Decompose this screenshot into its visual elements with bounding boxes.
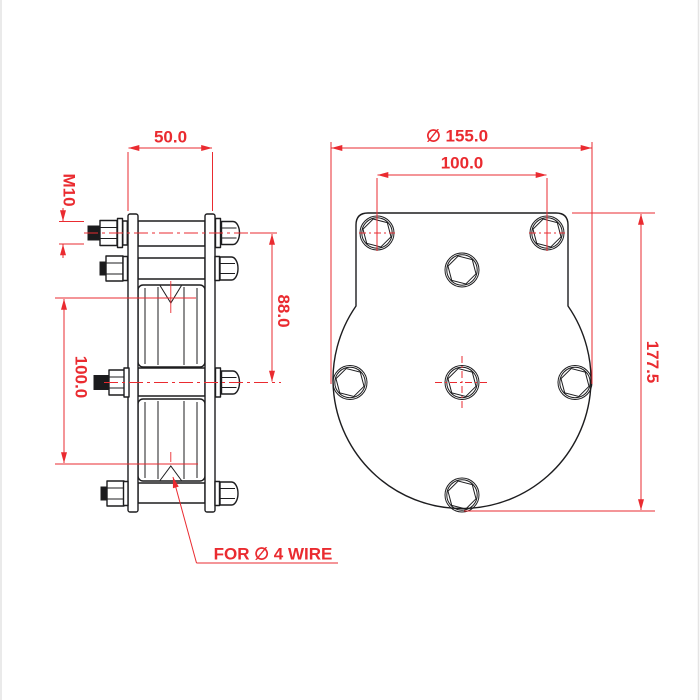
wire-note-leader: FOR ∅ 4 WIRE	[172, 476, 338, 564]
groove-spacing-label: 100.0	[72, 356, 91, 399]
upper-span-label: 88.0	[274, 294, 293, 327]
dimension-layer: 50.0 M10 100.0 88.0 FOR ∅ 4 WIRE	[55, 127, 662, 564]
bolt-row-bottom-right	[214, 480, 239, 507]
height-label: 177.5	[643, 341, 662, 384]
diameter-label: ∅ 155.0	[426, 127, 488, 146]
groove-notch-bottom	[159, 465, 182, 481]
dimension-height-177: 177.5	[464, 212, 662, 512]
hole-spacing-label: 100.0	[441, 154, 484, 173]
dimension-groove-spacing-100: 100.0	[55, 297, 198, 465]
spacer-bottom	[137, 482, 206, 504]
crosshair-top-right-hole	[529, 178, 565, 251]
crosshair-center-hole	[435, 356, 489, 409]
wire-note-label: FOR ∅ 4 WIRE	[214, 545, 333, 564]
dimension-thread-m10: M10	[59, 173, 84, 258]
sheave-bottom	[137, 398, 206, 482]
crosshair-top-left-hole	[359, 178, 395, 251]
dimension-diameter-155: ∅ 155.0	[330, 127, 593, 384]
spacer-upper	[137, 257, 206, 280]
width-label: 50.0	[154, 128, 187, 147]
dimension-upper-span-88: 88.0	[250, 232, 293, 382]
thread-label: M10	[60, 173, 79, 206]
side-view	[87, 213, 241, 513]
dimension-width-50: 50.0	[127, 128, 213, 211]
bolt-row-upper-left	[99, 255, 129, 282]
side-plate-right	[204, 213, 216, 513]
bolt-row-bottom-left	[100, 480, 129, 507]
dimension-hole-spacing-100: 100.0	[377, 154, 547, 178]
side-plate-left	[127, 213, 139, 513]
bolt-row-upper-right	[214, 255, 239, 282]
sheave-top	[137, 284, 206, 368]
